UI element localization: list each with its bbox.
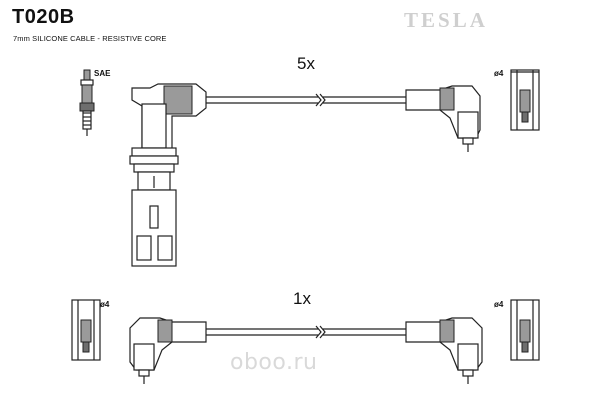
bottom-left-angled-boot	[129, 317, 207, 384]
bottom-right-terminal-section	[510, 299, 540, 361]
bottom-cable-quantity: 1x	[293, 289, 311, 308]
top-cable-quantity: 5x	[297, 54, 315, 73]
spark-plug-icon	[79, 69, 95, 136]
top-left-plug-boot	[129, 83, 207, 267]
bottom-left-terminal-section	[71, 299, 101, 361]
terminal-diameter-label-bottom-left: ø4	[100, 300, 110, 309]
part-number-title: T020B	[12, 6, 75, 28]
site-watermark: oboo.ru	[230, 350, 318, 375]
brand-logo: TESLA	[404, 8, 488, 32]
bottom-cable-wire	[206, 325, 410, 339]
bottom-right-angled-boot	[405, 317, 483, 384]
terminal-diameter-label-top-right: ø4	[494, 69, 504, 78]
cable-description: 7mm SILICONE CABLE - RESISTIVE CORE	[13, 34, 167, 43]
top-right-angled-boot	[405, 85, 481, 152]
top-right-terminal-section	[510, 69, 540, 131]
terminal-diameter-label-bottom-right: ø4	[494, 300, 504, 309]
plug-standard-label: SAE	[94, 69, 111, 78]
top-cable-wire	[205, 93, 410, 107]
